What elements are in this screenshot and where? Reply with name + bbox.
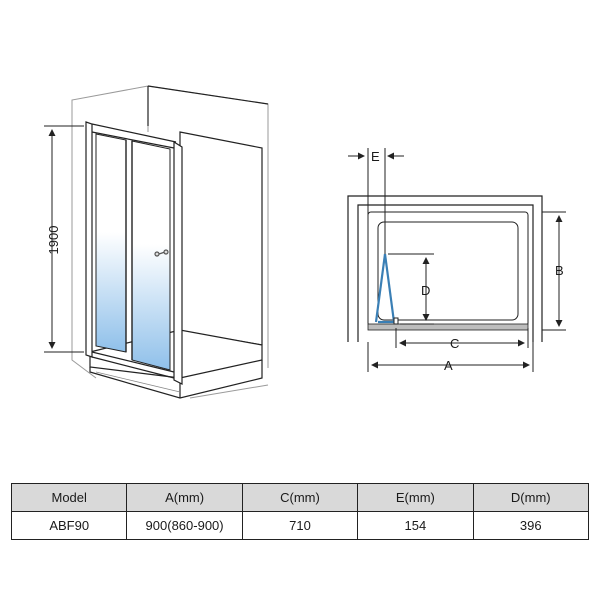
glass-panel-left xyxy=(95,133,127,353)
plan-walls xyxy=(347,195,543,342)
header-d: D(mm) xyxy=(472,483,590,512)
plan-base xyxy=(367,323,529,331)
header-e: E(mm) xyxy=(357,483,474,512)
dim-c xyxy=(395,328,529,348)
door-frame xyxy=(85,121,183,385)
dim-d xyxy=(388,253,434,325)
door-glass-panels xyxy=(95,133,171,371)
dim-label-e: E xyxy=(371,149,380,164)
dim-label-c: C xyxy=(450,336,459,351)
plan-hinge-icon xyxy=(393,317,399,325)
dim-label-b: B xyxy=(555,263,564,278)
cell-model: ABF90 xyxy=(10,511,128,540)
dim-a xyxy=(367,342,534,372)
table-header-row: Model A(mm) C(mm) E(mm) D(mm) xyxy=(10,483,590,512)
glass-panel-right xyxy=(131,140,171,371)
height-label: 1900 xyxy=(46,226,61,255)
header-model: Model xyxy=(10,483,128,512)
cell-c: 710 xyxy=(241,511,359,540)
header-a: A(mm) xyxy=(126,483,243,512)
plan-view: E D C A B xyxy=(347,148,566,373)
table-row: ABF90 900(860-900) 710 154 396 xyxy=(10,511,590,540)
height-dimension xyxy=(44,125,84,353)
door-handle-icon xyxy=(154,249,169,257)
dim-label-d: D xyxy=(421,283,430,298)
dim-label-a: A xyxy=(444,358,453,373)
dim-b xyxy=(542,211,566,331)
cell-e: 154 xyxy=(357,511,474,540)
plan-door-panel xyxy=(374,253,396,324)
cell-d: 396 xyxy=(472,511,590,540)
technical-drawing: 1900 E xyxy=(44,85,566,399)
spec-table: Model A(mm) C(mm) E(mm) D(mm) ABF90 900(… xyxy=(10,483,590,540)
dim-e xyxy=(348,148,404,254)
cell-a: 900(860-900) xyxy=(126,511,243,540)
header-c: C(mm) xyxy=(241,483,359,512)
enclosure-view: 1900 xyxy=(44,85,269,399)
